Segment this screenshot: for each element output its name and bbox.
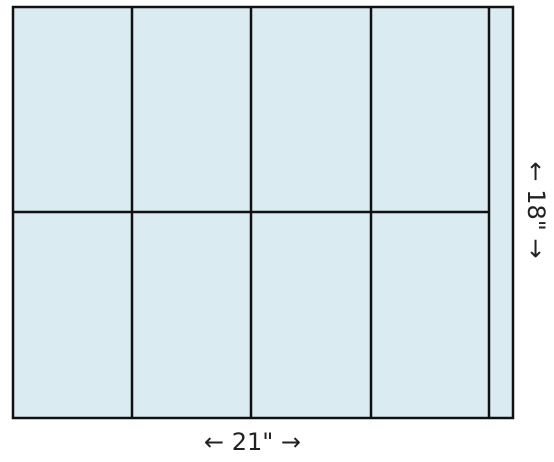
width-dimension-label: ← 21" → (203, 428, 302, 456)
height-dimension-label: ← 18" → (522, 161, 550, 259)
